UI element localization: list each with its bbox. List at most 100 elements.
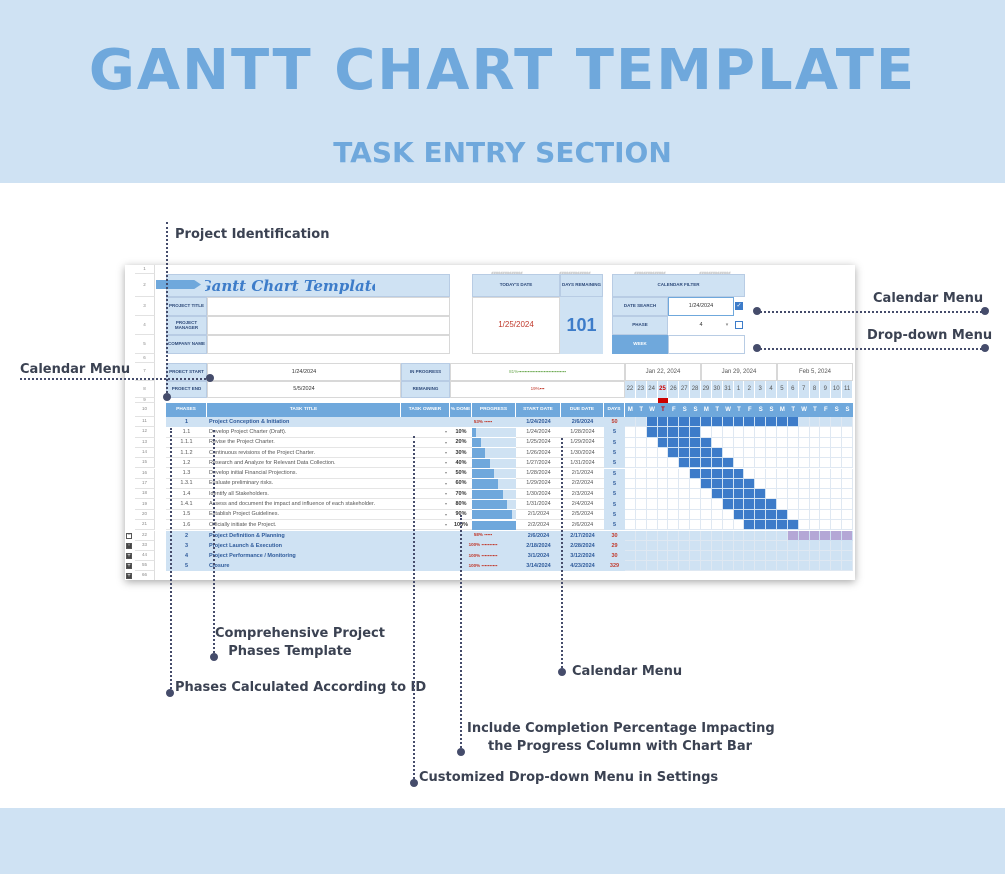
- task-owner-dropdown[interactable]: [401, 448, 450, 459]
- task-percent-done[interactable]: 30%: [450, 448, 472, 459]
- task-percent-done[interactable]: 40%: [450, 458, 472, 469]
- task-owner-dropdown[interactable]: [401, 458, 450, 469]
- gantt-cell: [722, 550, 734, 562]
- task-title[interactable]: Continuous revisions of the Project Char…: [207, 448, 401, 459]
- task-owner-dropdown[interactable]: [401, 427, 450, 438]
- gantt-bar-cell: [690, 458, 701, 469]
- task-start-date[interactable]: 2/2/2024: [516, 520, 561, 531]
- chevron-down-icon[interactable]: ▾: [444, 480, 447, 486]
- task-title[interactable]: Research and Analyze for Relevant Data C…: [207, 458, 401, 469]
- date-search-checkbox[interactable]: ✓: [735, 302, 743, 310]
- chevron-down-icon[interactable]: ▾: [725, 321, 729, 328]
- task-start-date[interactable]: 1/31/2024: [516, 499, 561, 510]
- gantt-cell: [831, 478, 843, 490]
- task-percent-done[interactable]: 10%: [450, 427, 472, 438]
- task-due-date[interactable]: 2/5/2024: [561, 510, 604, 520]
- task-percent-done[interactable]: 50%: [450, 469, 472, 479]
- gantt-cell: [798, 458, 810, 469]
- row-number: 44: [135, 550, 155, 562]
- task-due-date[interactable]: 2/4/2024: [561, 499, 604, 510]
- collapse-group-icon[interactable]: −: [126, 532, 132, 539]
- text-field[interactable]: [207, 316, 450, 335]
- gantt-cell: [820, 458, 832, 469]
- task-title[interactable]: Identify all Stakeholders.: [207, 489, 401, 500]
- task-owner-dropdown[interactable]: [401, 499, 450, 510]
- chevron-down-icon[interactable]: ▾: [444, 501, 447, 507]
- gantt-cell: [646, 489, 658, 500]
- task-owner-dropdown[interactable]: [401, 438, 450, 448]
- week-header[interactable]: Jan 29, 2024: [701, 363, 777, 381]
- phase-checkbox[interactable]: [735, 321, 743, 329]
- task-due-date[interactable]: 2/2/2024: [561, 479, 604, 490]
- task-start-date[interactable]: 1/27/2024: [516, 458, 561, 469]
- week-input[interactable]: [668, 335, 745, 354]
- expand-group-icon[interactable]: +: [126, 563, 132, 570]
- chevron-down-icon[interactable]: ▾: [444, 449, 447, 455]
- expand-group-icon[interactable]: +: [126, 573, 132, 580]
- text-field[interactable]: [207, 335, 450, 354]
- text-field[interactable]: [207, 297, 450, 316]
- task-owner-dropdown[interactable]: [401, 489, 450, 500]
- task-title[interactable]: Evaluate preliminary risks.: [207, 479, 401, 490]
- week-header[interactable]: Jan 22, 2024: [625, 363, 701, 381]
- task-start-date[interactable]: 1/29/2024: [516, 479, 561, 490]
- gantt-cell: [831, 437, 843, 448]
- date-search-input[interactable]: 1/24/2024: [668, 297, 734, 316]
- weekday-header: T: [635, 403, 647, 417]
- expand-group-icon[interactable]: +: [126, 552, 132, 559]
- task-owner-dropdown[interactable]: [401, 510, 450, 520]
- row-number: 11: [135, 417, 155, 428]
- chevron-down-icon[interactable]: ▾: [444, 470, 447, 476]
- task-due-date[interactable]: 1/30/2024: [561, 448, 604, 459]
- chevron-down-icon[interactable]: ▾: [444, 491, 447, 497]
- gantt-cell: [766, 489, 777, 500]
- task-title[interactable]: Revise the Project Charter.: [207, 438, 401, 448]
- task-start-date[interactable]: 1/25/2024: [516, 438, 561, 448]
- day-number: 30: [711, 381, 723, 398]
- phase-start-date: 3/1/2024: [516, 550, 561, 562]
- task-start-date[interactable]: 1/30/2024: [516, 489, 561, 500]
- task-start-date[interactable]: 1/24/2024: [516, 427, 561, 438]
- task-percent-done[interactable]: 80%: [450, 499, 472, 510]
- task-due-date[interactable]: 2/1/2024: [561, 469, 604, 479]
- gantt-cell: [842, 509, 853, 520]
- expand-group-icon[interactable]: +: [126, 542, 132, 549]
- task-due-date[interactable]: 2/3/2024: [561, 489, 604, 500]
- task-owner-dropdown[interactable]: [401, 520, 450, 531]
- gantt-bar-cell: [787, 530, 799, 541]
- gantt-cell: [657, 561, 669, 572]
- task-start-date[interactable]: 1/28/2024: [516, 469, 561, 479]
- task-percent-done[interactable]: 20%: [450, 438, 472, 448]
- gantt-bar-cell: [711, 417, 723, 428]
- task-owner-dropdown[interactable]: [401, 469, 450, 479]
- task-title[interactable]: Develop initial Financial Projections.: [207, 469, 401, 479]
- connector-dot: [410, 779, 418, 787]
- task-title[interactable]: Assess and document the impact and influ…: [207, 499, 401, 510]
- task-owner-dropdown[interactable]: [401, 479, 450, 490]
- task-due-date[interactable]: 1/29/2024: [561, 438, 604, 448]
- chevron-down-icon[interactable]: ▾: [444, 429, 447, 435]
- gantt-cell: [755, 468, 767, 479]
- chevron-down-icon[interactable]: ▾: [444, 511, 447, 517]
- task-start-date[interactable]: 1/26/2024: [516, 448, 561, 459]
- connector-dot: [457, 748, 465, 756]
- task-start-date[interactable]: 2/1/2024: [516, 510, 561, 520]
- chevron-down-icon[interactable]: ▾: [444, 439, 447, 445]
- task-due-date[interactable]: 2/6/2024: [561, 520, 604, 531]
- gantt-bar-cell: [690, 427, 701, 438]
- task-percent-done[interactable]: 70%: [450, 489, 472, 500]
- phase-dropdown[interactable]: 4: [699, 322, 703, 329]
- chevron-down-icon[interactable]: ▾: [444, 460, 447, 466]
- in-progress-bar: 81%▪▪▪▪▪▪▪▪▪▪▪▪▪▪▪▪▪▪▪▪▪▪▪▪▪▪▪▪▪▪: [450, 363, 625, 381]
- gantt-cell: [787, 447, 799, 459]
- progress-bar-track: [472, 510, 516, 520]
- chevron-down-icon[interactable]: ▾: [444, 521, 447, 527]
- task-due-date[interactable]: 1/28/2024: [561, 427, 604, 438]
- task-percent-done[interactable]: 60%: [450, 479, 472, 490]
- task-due-date[interactable]: 1/31/2024: [561, 458, 604, 469]
- task-title[interactable]: Officially initiate the Project.: [207, 520, 401, 531]
- task-title[interactable]: Develop Project Charter (Draft).: [207, 427, 401, 438]
- gantt-cell: [625, 540, 636, 551]
- task-title[interactable]: Establish Project Guidelines.: [207, 510, 401, 520]
- week-header[interactable]: Feb 5, 2024: [777, 363, 853, 381]
